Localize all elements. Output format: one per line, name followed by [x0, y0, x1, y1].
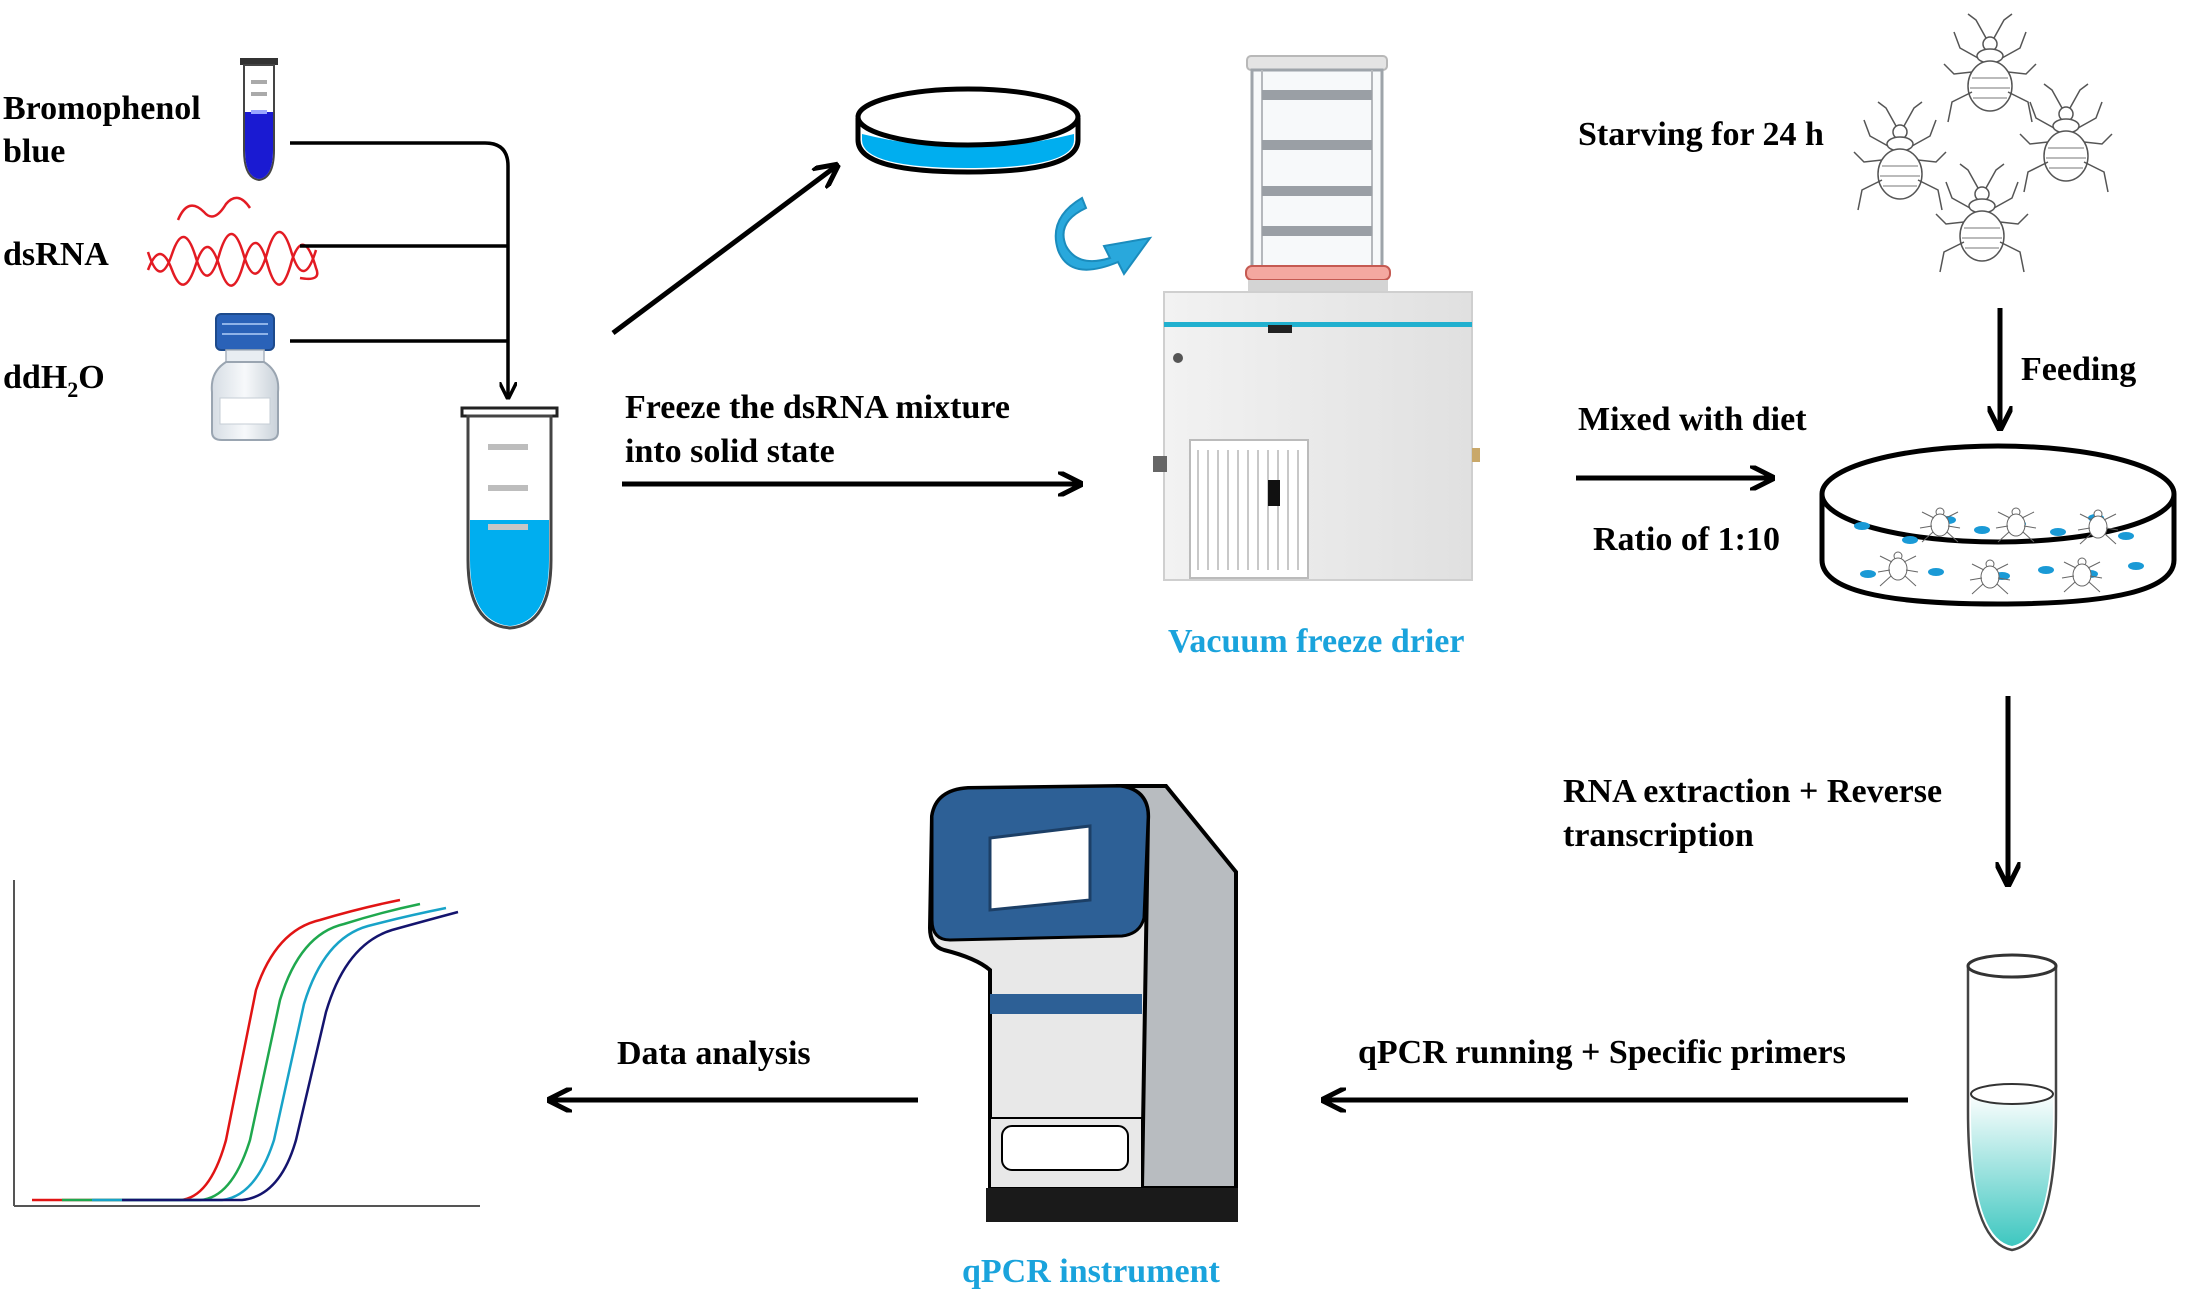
curve-navy [122, 910, 459, 1202]
bottle-icon [210, 313, 280, 441]
cdna-tube-icon [1966, 953, 2058, 1252]
curve-green [62, 902, 421, 1202]
reagent-connector [290, 141, 508, 396]
amplification-plot [13, 880, 480, 1207]
analysis-label: Data analysis [617, 1035, 811, 1072]
qpcr-instrument-icon [927, 783, 1238, 1222]
curve-cyan [92, 906, 447, 1202]
dsrna-label: dsRNA [3, 236, 109, 273]
freeze-label-line2: into solid state [625, 433, 835, 470]
curve-red [32, 898, 401, 1202]
freeze-drier-caption: Vacuum freeze drier [1168, 623, 1464, 660]
feeding-label: Feeding [2021, 351, 2136, 388]
rna-label-line2: transcription [1563, 817, 1754, 854]
petri-dish-icon [855, 86, 1081, 175]
bromophenol-label-line1: Bromophenol [3, 90, 201, 127]
starving-label: Starving for 24 h [1578, 116, 1824, 153]
freeze-drier-icon [1153, 55, 1480, 581]
to-dish-arrow [611, 167, 835, 336]
freeze-label-line1: Freeze the dsRNA mixture [625, 389, 1010, 426]
rna-label-line1: RNA extraction + Reverse [1563, 773, 1942, 810]
curved-arrow-icon [1054, 196, 1153, 276]
bromophenol-tube-icon [240, 58, 278, 182]
mix-tube-icon [460, 406, 559, 630]
bromophenol-label-line2: blue [3, 133, 65, 170]
rna-helix-icon [146, 196, 319, 287]
bedbug-icon [1853, 13, 2113, 273]
qpcr-instrument-caption: qPCR instrument [962, 1253, 1221, 1290]
qpcr-run-label: qPCR running + Specific primers [1358, 1034, 1846, 1071]
mixed-label: Mixed with diet [1578, 401, 1807, 438]
feeding-dish-icon [1819, 443, 2177, 607]
ratio-label: Ratio of 1:10 [1593, 521, 1780, 558]
water-label: ddH2O [3, 359, 105, 402]
